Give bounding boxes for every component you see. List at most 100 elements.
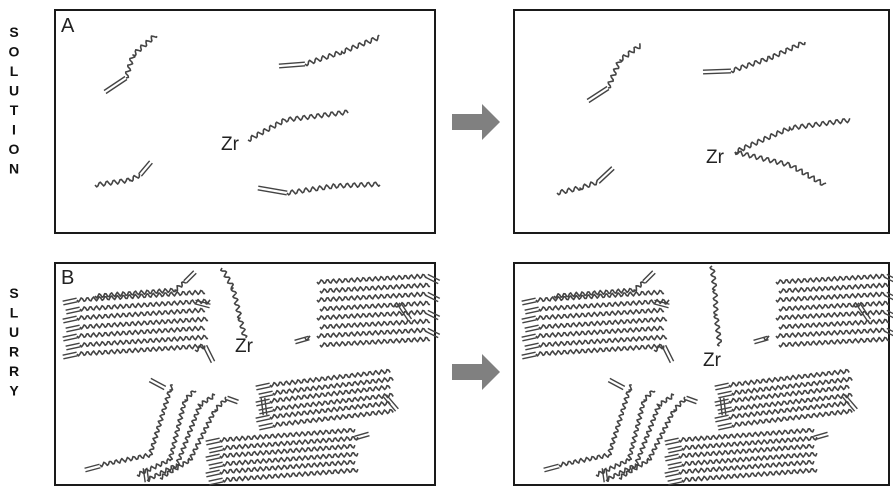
polymer-chain bbox=[286, 181, 381, 196]
double-bond bbox=[714, 382, 730, 391]
double-bond bbox=[719, 397, 727, 416]
polymer-chain bbox=[319, 336, 431, 348]
polymer-chain bbox=[94, 281, 187, 299]
polymer-chain bbox=[728, 368, 850, 388]
polymer-chain bbox=[678, 444, 815, 459]
polymer-chain bbox=[79, 334, 209, 348]
polymer-chain bbox=[146, 393, 216, 482]
polymer-chain bbox=[76, 325, 206, 339]
double-bond bbox=[397, 303, 413, 322]
double-bond bbox=[205, 469, 221, 478]
double-bond bbox=[148, 377, 167, 391]
double-bond bbox=[642, 270, 656, 284]
polymer-chain bbox=[304, 34, 380, 67]
polymer-chains-slurry-before bbox=[62, 267, 441, 486]
polymer-chain bbox=[728, 384, 850, 404]
double-bond bbox=[661, 344, 675, 364]
double-bond bbox=[521, 351, 537, 360]
double-bond bbox=[138, 160, 153, 177]
polymer-chain bbox=[219, 428, 356, 443]
right-arrow-icon bbox=[452, 354, 500, 390]
polymer-chain bbox=[734, 117, 851, 155]
polymer-chain bbox=[775, 327, 887, 339]
double-bond bbox=[260, 397, 268, 416]
polymer-chain bbox=[272, 392, 394, 412]
double-bond bbox=[856, 303, 872, 322]
polymer-chain bbox=[731, 376, 853, 396]
polymer-chain bbox=[272, 376, 394, 396]
double-bond bbox=[664, 453, 680, 462]
double-bond bbox=[278, 61, 306, 69]
polymer-chain bbox=[558, 384, 633, 468]
polymer-chain bbox=[316, 273, 428, 285]
polymer-chain bbox=[775, 273, 887, 285]
polymer-chain bbox=[681, 468, 818, 483]
polymer-chain bbox=[79, 298, 209, 312]
double-bond bbox=[194, 299, 211, 309]
polymer-chain bbox=[678, 428, 815, 443]
polymer-chain bbox=[535, 307, 665, 321]
polymer-chain bbox=[734, 150, 827, 186]
double-bond bbox=[208, 477, 224, 486]
zr-atom-label: Zr bbox=[706, 147, 725, 168]
double-bond bbox=[524, 324, 540, 333]
double-bond bbox=[183, 270, 197, 284]
zr-atom-label: Zr bbox=[703, 350, 722, 371]
double-bond bbox=[521, 333, 537, 342]
zr-atom-label: Zr bbox=[235, 336, 254, 357]
double-bond bbox=[354, 431, 370, 441]
double-bond bbox=[84, 463, 101, 473]
double-bond bbox=[664, 469, 680, 478]
polymer-chain bbox=[319, 318, 431, 330]
right-arrow-icon bbox=[452, 104, 500, 140]
double-bond bbox=[714, 414, 730, 423]
double-bond bbox=[425, 291, 441, 303]
polymer-chain bbox=[605, 393, 675, 482]
polymer-chain bbox=[678, 460, 815, 475]
double-bond bbox=[714, 398, 730, 407]
panel-a-before bbox=[54, 9, 436, 234]
polymer-chain bbox=[247, 109, 349, 142]
double-bond bbox=[667, 477, 683, 486]
polymer-chain bbox=[731, 392, 853, 412]
double-bond bbox=[425, 273, 441, 285]
double-bond bbox=[521, 315, 537, 324]
polymer-chain bbox=[76, 343, 206, 357]
polymer-chain bbox=[535, 343, 665, 357]
polymer-chain bbox=[319, 300, 431, 312]
polymer-chain bbox=[136, 390, 197, 477]
polymer-chain bbox=[159, 396, 227, 480]
double-bond bbox=[258, 390, 274, 399]
polymer-chain bbox=[76, 289, 206, 303]
polymer-chain bbox=[269, 368, 391, 388]
polymer-chain bbox=[556, 179, 599, 196]
polymer-chains-solution-before bbox=[94, 34, 381, 196]
polymer-chains-solution-after bbox=[556, 41, 851, 196]
polymer-chain bbox=[269, 384, 391, 404]
double-bond bbox=[202, 344, 216, 364]
polymer-chain bbox=[618, 396, 686, 480]
double-bond bbox=[586, 85, 610, 104]
panel-letter-a: A bbox=[61, 15, 75, 37]
double-bond bbox=[294, 335, 310, 345]
double-bond bbox=[257, 185, 288, 196]
polymer-chain bbox=[728, 400, 850, 420]
double-bond bbox=[65, 324, 81, 333]
double-bond bbox=[425, 309, 441, 321]
double-bond bbox=[667, 461, 683, 470]
polymer-chain bbox=[220, 267, 248, 339]
double-bond bbox=[258, 422, 274, 431]
polymer-chains-slurry-after bbox=[521, 265, 893, 486]
polymer-chain bbox=[535, 325, 665, 339]
polymer-chain bbox=[535, 289, 665, 303]
polymer-chain bbox=[538, 298, 668, 312]
double-bond bbox=[255, 414, 271, 423]
double-bond bbox=[667, 445, 683, 454]
polymer-chain bbox=[681, 436, 818, 451]
polymer-chain bbox=[538, 316, 668, 330]
panel-letter-b: B bbox=[61, 267, 74, 289]
double-bond bbox=[524, 306, 540, 315]
polymer-chain bbox=[778, 282, 890, 294]
polymer-chain bbox=[76, 307, 206, 321]
